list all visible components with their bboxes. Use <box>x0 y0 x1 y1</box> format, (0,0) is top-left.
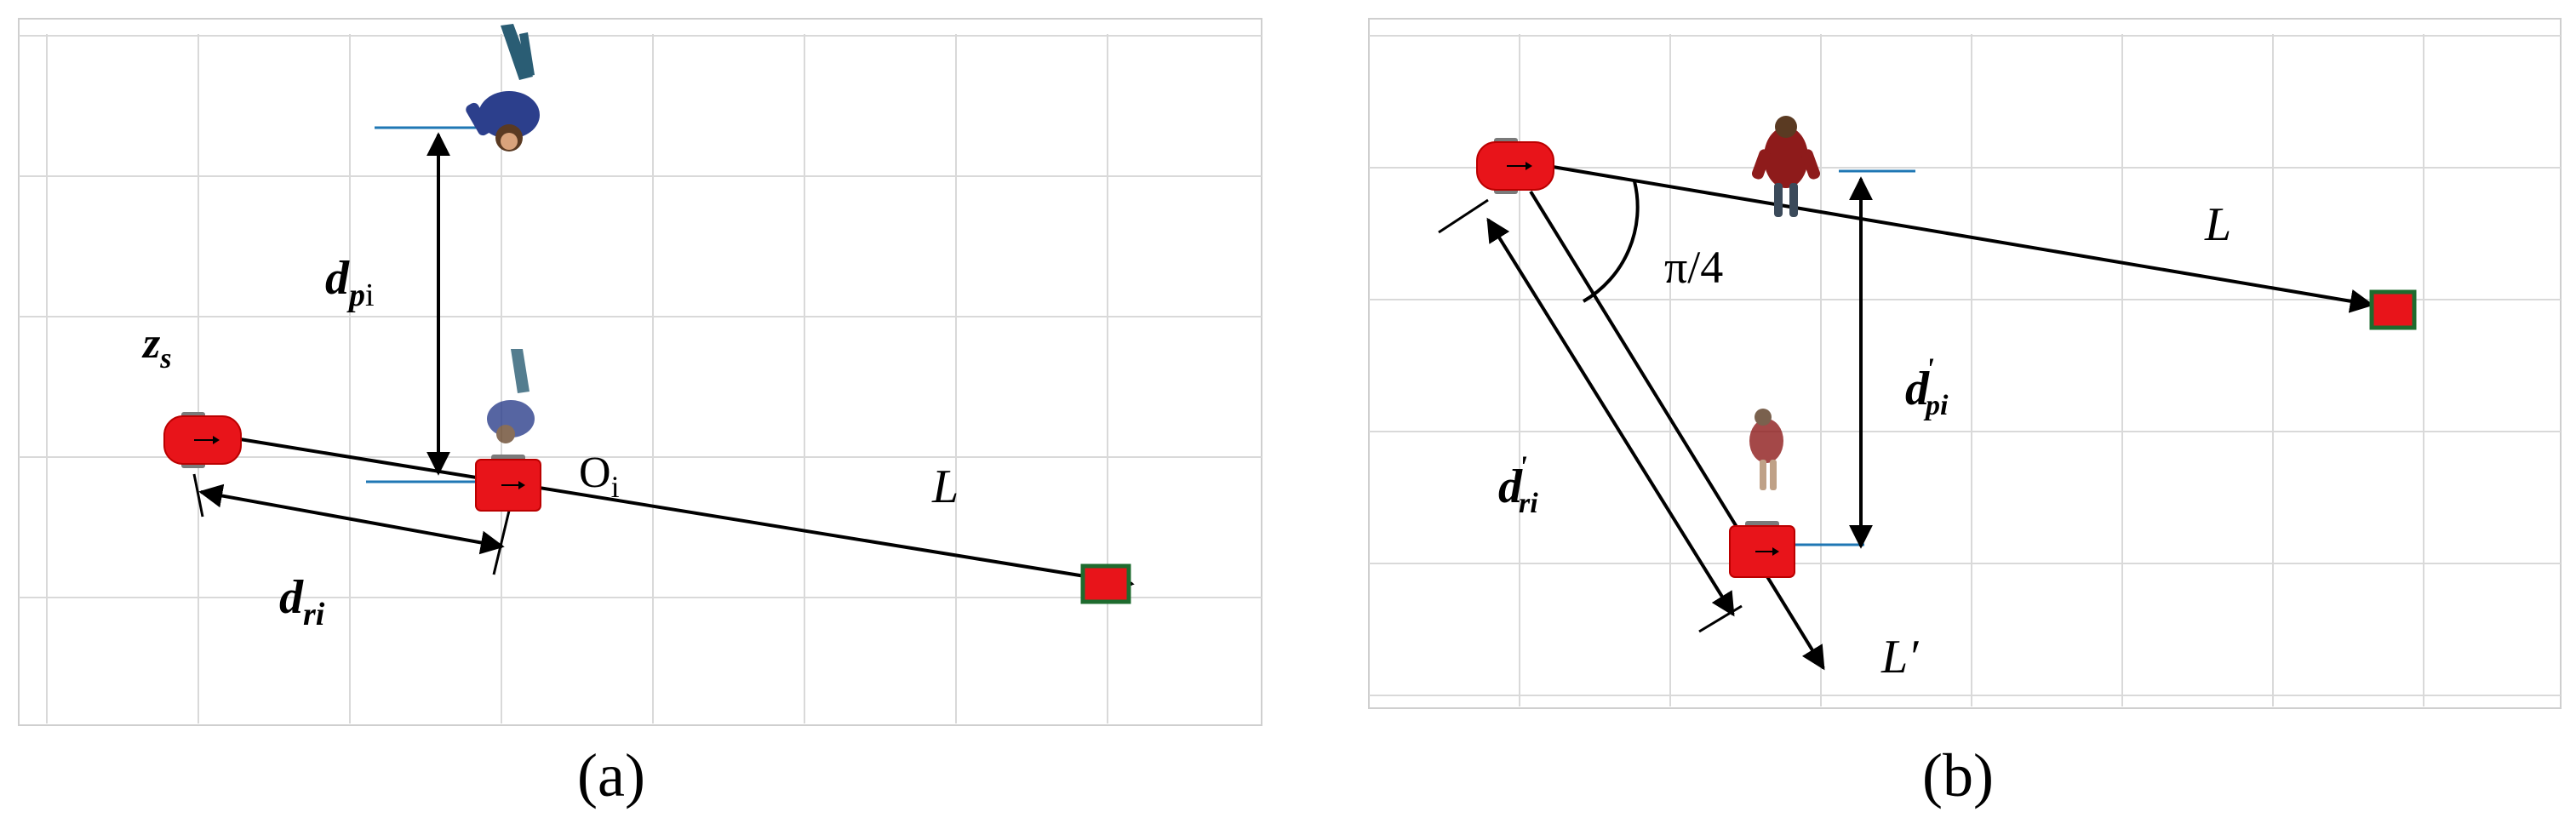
panel-a-goal-marker-icon <box>1080 563 1131 604</box>
panel-b-moved-robot-icon <box>1729 520 1795 578</box>
panel-b-dri-arrow <box>1486 217 1735 617</box>
panel-b-person-blurred-icon <box>1749 409 1783 490</box>
panel-b-label-Lprime: L′ <box>1880 631 1919 683</box>
panel-a-person-top-icon <box>466 24 540 152</box>
panel-b-label-dri: d'ri <box>1498 449 1538 519</box>
panel-b-goal-marker-icon <box>2369 289 2417 330</box>
panel-a-label-dpi: dpi <box>325 252 375 313</box>
panel-a-start-robot-icon <box>163 411 242 469</box>
panel-a-person-blurred-icon <box>487 349 535 443</box>
panel-a-label-zs: zs <box>141 319 171 375</box>
panel-b-label-dpi: d'pi <box>1905 352 1949 421</box>
panel-b-dri-tick-end <box>1698 604 1743 633</box>
panel-b-label-angle: π/4 <box>1664 242 1723 293</box>
panel-a-caption: (a) <box>577 741 645 809</box>
panel-b-label-L: L <box>2204 198 2231 251</box>
panel-b-start-robot-icon <box>1476 137 1554 195</box>
panel-b-path-L <box>1547 164 2374 313</box>
panel-a-label-dri: dri <box>279 571 325 632</box>
panel-a-frame <box>18 18 1262 726</box>
panel-a-dri-arrow <box>198 483 505 555</box>
panel-a-label-oi: Oi <box>579 449 620 504</box>
panel-b-person-top-icon <box>1751 116 1821 217</box>
panel-a: zs dpi Oi L dri (a) <box>18 18 1262 809</box>
panel-b-frame <box>1368 18 2562 709</box>
panel-b-dri-tick-start <box>1438 198 1489 234</box>
panel-b-caption: (b) <box>1922 741 1994 809</box>
panel-a-label-L: L <box>931 460 959 513</box>
panel-a-oi-robot-icon <box>475 454 541 512</box>
panel-a-path-L <box>239 438 1135 592</box>
panel-b: π/4 L L′ d'pi d'ri (b) <box>1368 18 2562 809</box>
